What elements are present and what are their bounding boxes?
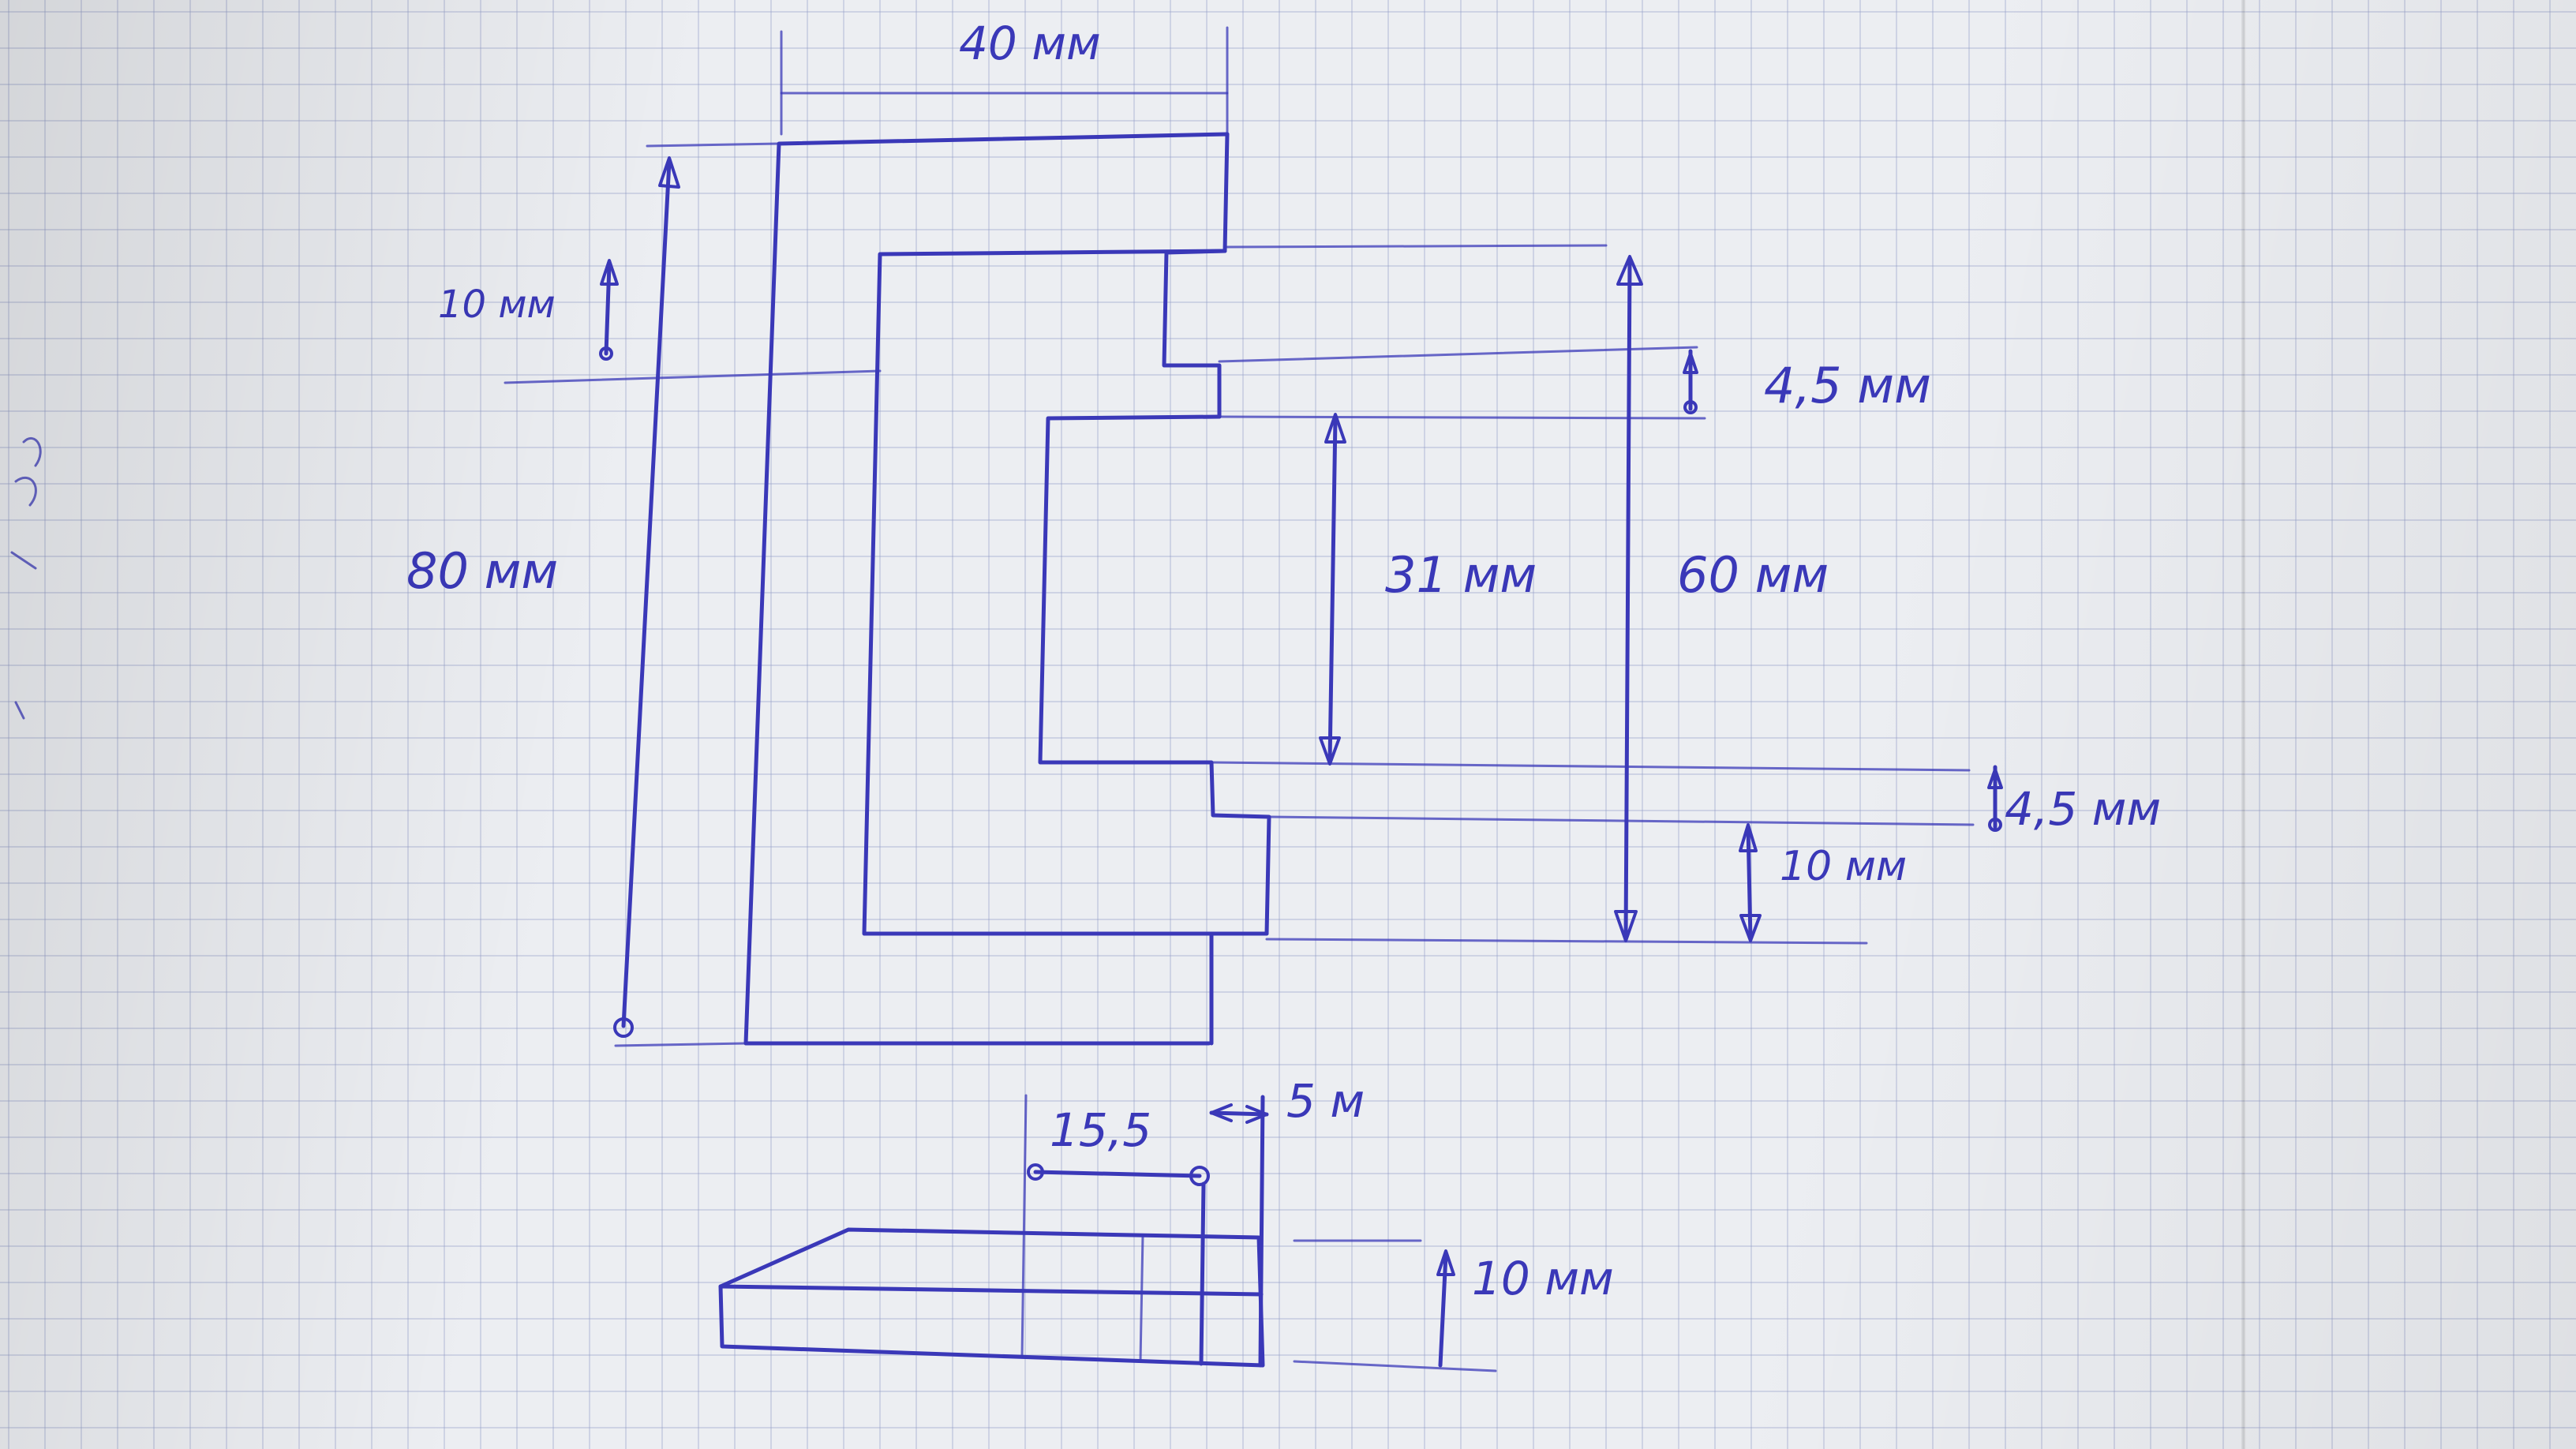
arrow-inner-height-top [1616, 255, 1643, 286]
outer-profile-outline [743, 132, 1230, 1046]
inner-profile-outline [1038, 414, 1271, 936]
ext-line-upper [1223, 244, 1608, 249]
arrow-step-upper-top [1683, 352, 1698, 374]
dim-line-inner-height [1623, 258, 1632, 942]
ext-line-lower-step [1267, 815, 1975, 826]
dim-end-base-offset-left [1027, 1163, 1044, 1181]
arrow-inner-gap-top [1324, 413, 1346, 444]
label-step-upper: 4,5 мм [1764, 357, 1931, 414]
label-total-height: 80 мм [406, 542, 558, 600]
ext-line-notch [1218, 346, 1698, 363]
arrow-step-lower-top [1987, 768, 2003, 789]
base-plate-vertical-1 [1199, 1181, 1206, 1366]
dim-end-flange [599, 346, 613, 361]
label-top-width: 40 мм [959, 17, 1101, 70]
base-plate-hidden-2 [1139, 1234, 1144, 1363]
dim-end-step-lower [1988, 818, 2002, 832]
ext-line-flange-left [504, 369, 882, 384]
middle-profile-outline [862, 249, 1269, 936]
arrow-inner-gap-bottom [1319, 736, 1341, 766]
label-inner-height: 60 мм [1677, 546, 1829, 604]
arrow-base-step-left [1210, 1103, 1233, 1122]
label-step-lower: 4,5 мм [2005, 782, 2161, 836]
label-base-thickness: 10 мм [1472, 1252, 1614, 1305]
dim-line-base-offset [1033, 1170, 1202, 1178]
dim-line-lower-flange [1746, 825, 1753, 942]
base-plate-hidden-1 [1020, 1094, 1028, 1359]
base-plate-vertical-2 [1258, 1095, 1265, 1368]
base-plate-top-edge [718, 1284, 1264, 1297]
label-flange-height: 10 мм [438, 283, 556, 327]
ext-line-inner-bottom [1210, 761, 1971, 772]
base-plate-outline [718, 1227, 1265, 1368]
ext-line-inner-top [1218, 415, 1706, 420]
arrow-total-height-top [658, 156, 680, 189]
ext-line-lower [1265, 938, 1868, 945]
dim-end-total-height [613, 1017, 634, 1038]
dim-line-base-thickness [1438, 1252, 1448, 1368]
ext-line-bottom-outer [614, 1042, 747, 1047]
arrow-flange-top [600, 259, 619, 286]
margin-marks [10, 436, 42, 720]
dim-end-step-upper [1683, 400, 1698, 414]
label-inner-gap: 31 мм [1385, 546, 1537, 604]
label-lower-flange: 10 мм [1780, 843, 1907, 890]
arrow-lower-flange-top [1739, 823, 1758, 852]
upper-notch-outline [1162, 249, 1227, 419]
notebook-page-fold [2241, 0, 2246, 1449]
arrow-inner-height-bottom [1614, 910, 1638, 942]
dim-end-base-offset-right [1189, 1166, 1210, 1186]
arrow-base-step-right [1245, 1105, 1268, 1124]
dim-line-inner-gap [1327, 416, 1338, 764]
dim-line-flange [604, 262, 612, 356]
outer-profile-right-edge-top [1222, 132, 1230, 253]
arrow-lower-flange-bottom [1739, 914, 1762, 942]
dim-line-total-height [621, 159, 672, 1028]
label-base-step: 5 м [1286, 1074, 1365, 1128]
base-ext-line-bottom [1293, 1360, 1497, 1372]
ext-line-top-outer [646, 142, 781, 148]
dim-line-base-step [1209, 1110, 1269, 1117]
arrow-base-thickness-top [1436, 1249, 1455, 1276]
label-base-offset: 15,5 [1050, 1103, 1151, 1157]
